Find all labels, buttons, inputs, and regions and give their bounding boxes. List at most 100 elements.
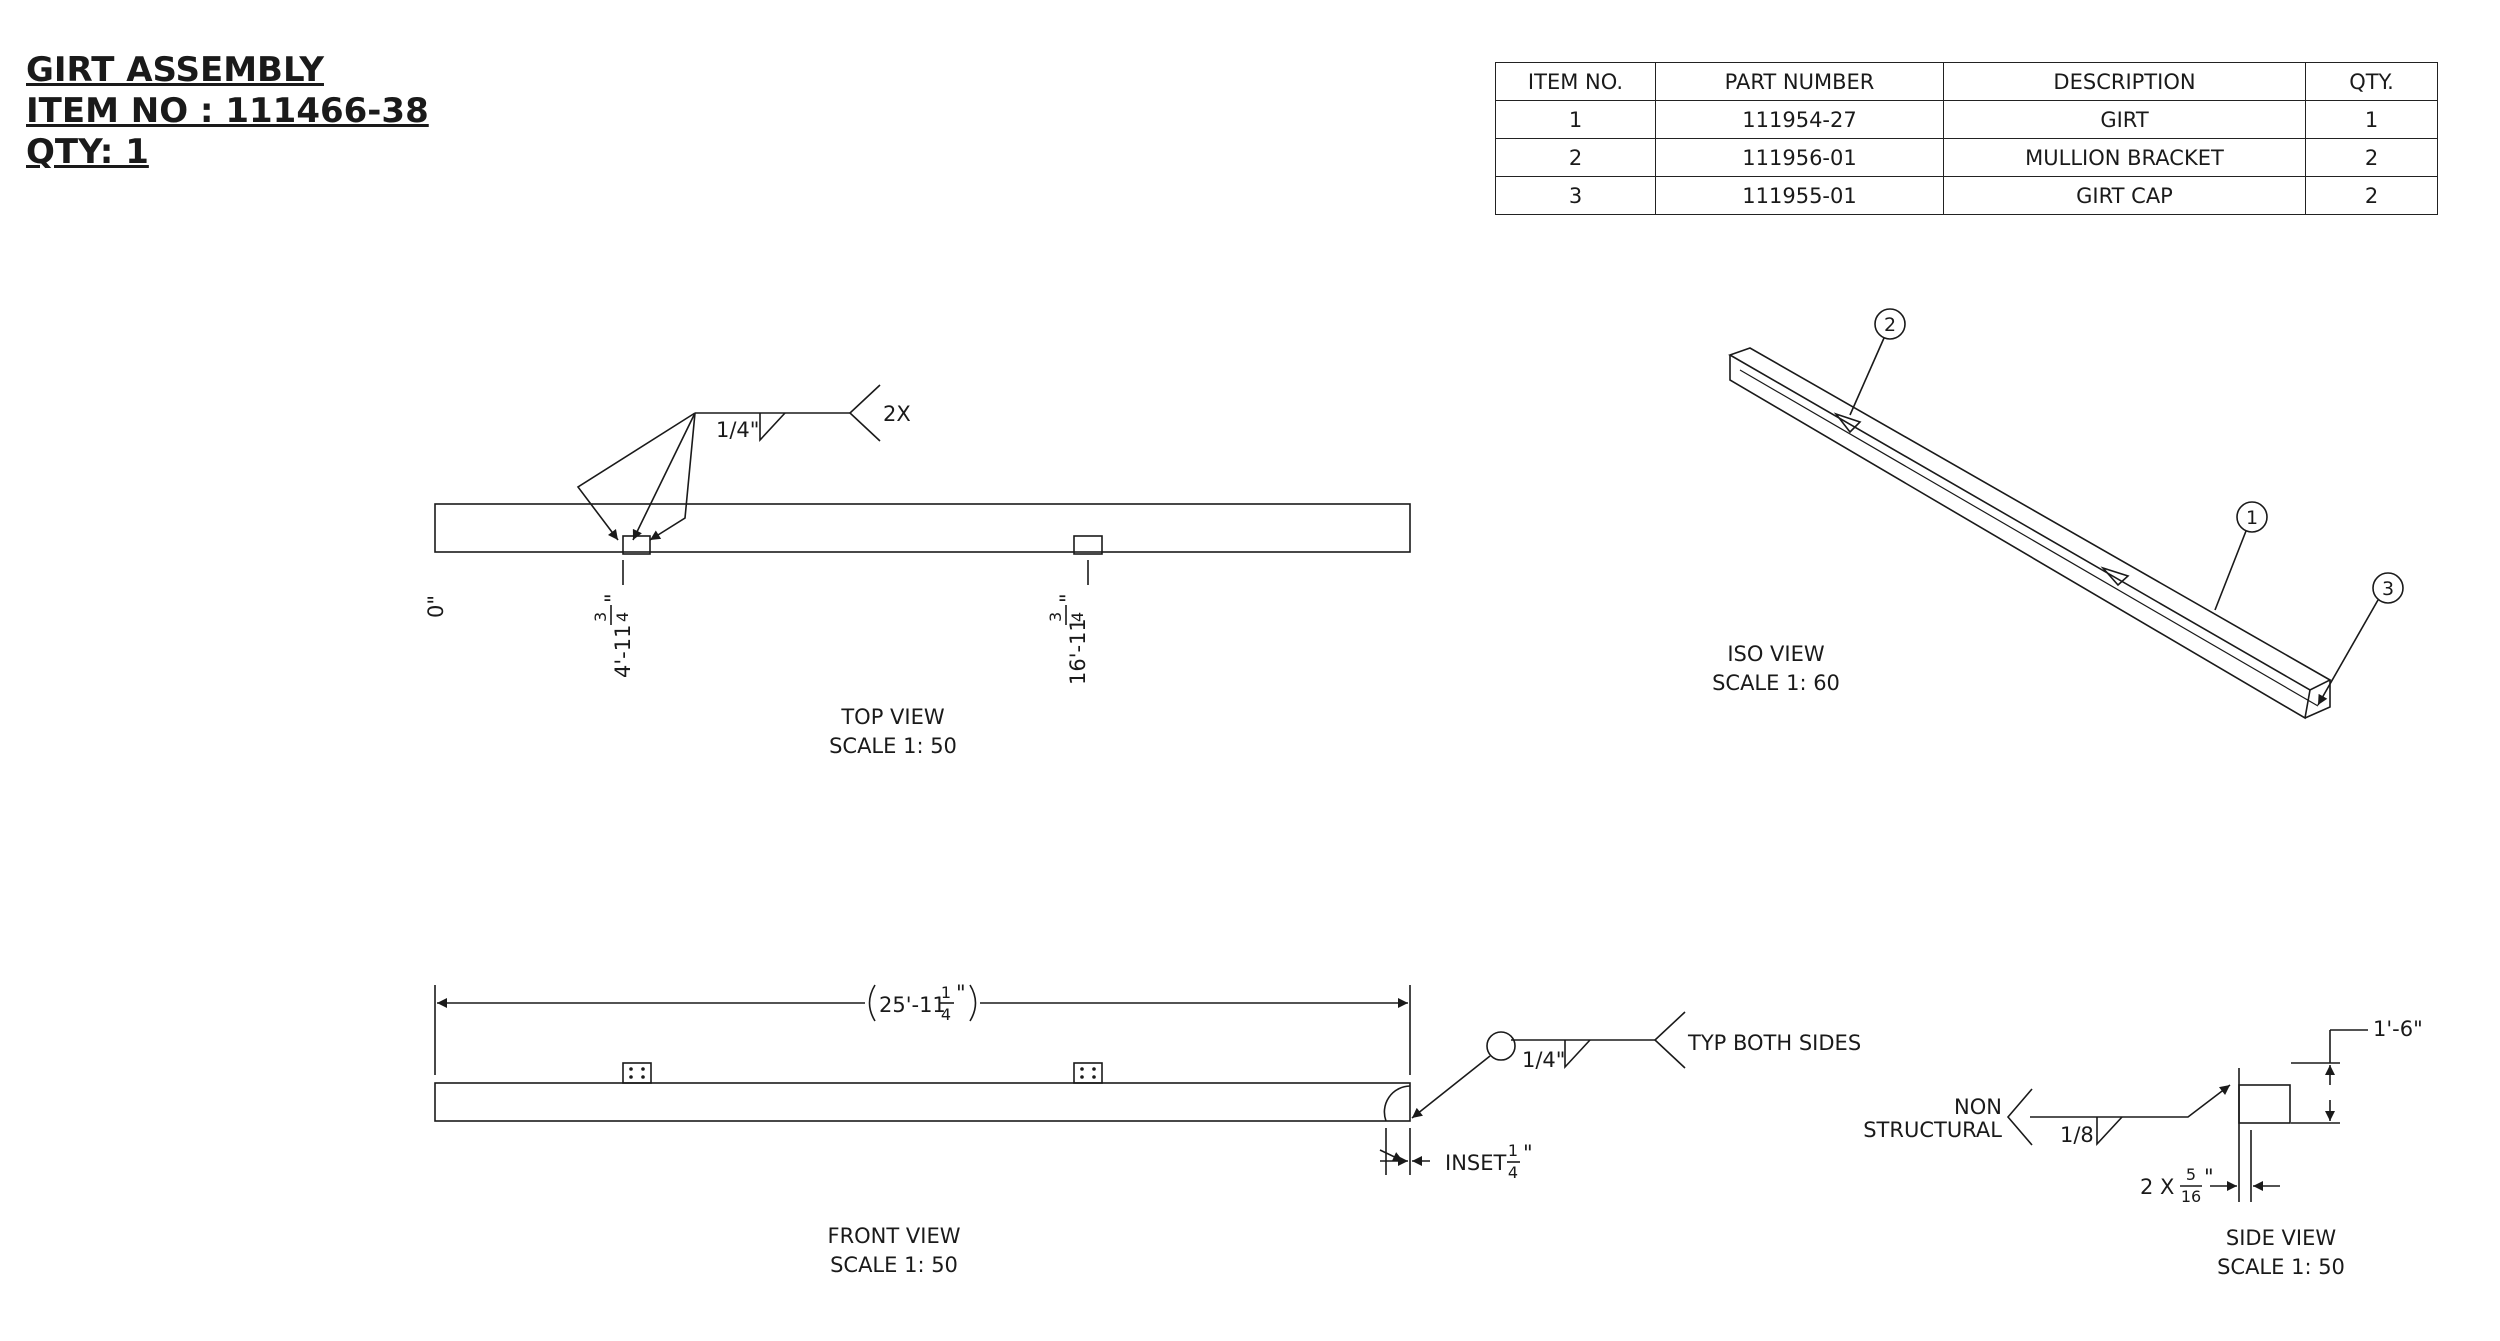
mullion-bracket-iso-1 xyxy=(1833,412,1862,434)
overall-paren-right xyxy=(969,984,977,1022)
balloon-2-circle xyxy=(1874,308,1906,340)
bom-cell: 111955-01 xyxy=(1655,176,1944,215)
bom-row: 3 111955-01 GIRT CAP 2 xyxy=(1495,176,2438,215)
balloon-2-label: 2 xyxy=(1884,314,1896,336)
side-weld-leader xyxy=(2030,1084,2231,1118)
mullion-bracket-2-front xyxy=(1073,1062,1103,1084)
front-weld-note: TYP BOTH SIDES xyxy=(1687,1031,1861,1055)
girt-side-section xyxy=(2238,1084,2291,1124)
girt-iso-edge-line xyxy=(1739,369,2319,707)
iso-view-label: ISO VIEW xyxy=(1727,642,1825,666)
weld-leader-1 xyxy=(576,412,696,541)
side-height-dim: 1'-6" xyxy=(2373,1017,2423,1041)
balloon-1-leader xyxy=(2214,530,2247,611)
balloon-1-circle xyxy=(2236,501,2268,533)
title-block: GIRT ASSEMBLY ITEM NO : 111466-38 QTY: 1 xyxy=(26,50,429,173)
title-assembly: GIRT ASSEMBLY xyxy=(26,50,324,90)
dim1-inch: " xyxy=(601,593,625,603)
weld-tail xyxy=(848,384,881,442)
bill-of-materials-table: ITEM NO. PART NUMBER DESCRIPTION QTY. 1 … xyxy=(1495,62,2438,215)
girt-iso-top-face xyxy=(1728,347,2332,691)
dim1-denominator: 4 xyxy=(613,612,632,622)
dim2-numerator: 3 xyxy=(1046,612,1065,622)
bom-cell: MULLION BRACKET xyxy=(1943,138,2306,177)
front-weld-size: 1/4" xyxy=(1522,1048,1565,1072)
bom-row: 2 111956-01 MULLION BRACKET 2 xyxy=(1495,138,2438,177)
side-width-numerator: 5 xyxy=(2186,1165,2196,1184)
mullion-bracket-1-front xyxy=(622,1062,652,1084)
iso-view xyxy=(1728,308,2404,720)
side-view-label: SIDE VIEW xyxy=(2226,1226,2336,1250)
bom-cell: 2 xyxy=(1495,138,1656,177)
mullion-bracket-2-top xyxy=(1073,535,1103,555)
balloon-3-circle xyxy=(2372,572,2404,604)
balloon-1-label: 1 xyxy=(2246,507,2258,529)
bom-header-qty: QTY. xyxy=(2305,62,2438,101)
girt-cap-weld-arc xyxy=(1383,1085,1411,1122)
dim1-whole: 4'-11 xyxy=(611,625,635,678)
front-view xyxy=(434,984,1686,1175)
iso-view-scale: SCALE 1: 60 xyxy=(1712,671,1840,695)
overall-dim-whole: 25'-11 xyxy=(879,993,946,1017)
top-view-scale: SCALE 1: 50 xyxy=(829,734,957,758)
title-qty: QTY: 1 xyxy=(26,132,149,172)
overall-dim-numerator: 1 xyxy=(941,983,951,1002)
bom-row: 1 111954-27 GIRT 1 xyxy=(1495,100,2438,139)
dim2-inch: " xyxy=(1056,593,1080,603)
dim1-numerator: 3 xyxy=(591,612,610,622)
bom-cell: GIRT xyxy=(1943,100,2306,139)
overall-dim-denominator: 4 xyxy=(941,1005,951,1024)
bom-cell: 3 xyxy=(1495,176,1656,215)
side-width-denominator: 16 xyxy=(2181,1187,2201,1206)
dim2-denominator: 4 xyxy=(1068,612,1087,622)
front-view-scale: SCALE 1: 50 xyxy=(830,1253,958,1277)
title-item-no: ITEM NO : 111466-38 xyxy=(26,91,429,131)
balloon-3-leader xyxy=(2317,599,2379,706)
bom-cell: 2 xyxy=(2305,176,2438,215)
bom-header-item-no: ITEM NO. xyxy=(1495,62,1656,101)
side-view xyxy=(2006,1029,2368,1202)
side-view-scale: SCALE 1: 50 xyxy=(2217,1255,2345,1279)
fillet-weld-symbol xyxy=(759,412,786,443)
front-weld-tail xyxy=(1653,1011,1686,1069)
overall-dim-inch: " xyxy=(956,981,966,1005)
overall-paren-left xyxy=(868,984,876,1022)
inset-inch: " xyxy=(1523,1141,1533,1165)
top-weld-count: 2X xyxy=(883,402,911,426)
top-view-label: TOP VIEW xyxy=(840,705,945,729)
side-width-inch: " xyxy=(2204,1165,2214,1189)
dim2-whole: 16'-11 xyxy=(1066,618,1090,685)
mullion-bracket-iso-2 xyxy=(2100,566,2130,587)
side-weld-tail xyxy=(2006,1088,2033,1146)
side-weld-size: 1/8 xyxy=(2060,1123,2094,1147)
inset-arrow-left xyxy=(1379,1149,1404,1162)
weld-all-around-circle xyxy=(1486,1031,1516,1061)
girt-iso-end-face xyxy=(2304,680,2331,719)
balloon-3-label: 3 xyxy=(2382,578,2394,600)
girt-iso-front-face xyxy=(1729,355,2311,720)
bom-header-part-number: PART NUMBER xyxy=(1655,62,1944,101)
side-note-line1: NON xyxy=(1954,1095,2002,1119)
girt-front-outline xyxy=(434,1082,1411,1122)
front-view-label: FRONT VIEW xyxy=(827,1224,960,1248)
inset-denominator: 4 xyxy=(1508,1163,1518,1182)
side-fillet-symbol xyxy=(2096,1116,2123,1147)
inset-numerator: 1 xyxy=(1508,1141,1518,1160)
front-fillet-symbol xyxy=(1564,1039,1591,1070)
girt-top-outline xyxy=(434,503,1411,553)
side-width-prefix: 2 X xyxy=(2140,1175,2174,1199)
bracket-bolt-holes xyxy=(629,1067,1096,1079)
bom-cell: 111954-27 xyxy=(1655,100,1944,139)
top-weld-size: 1/4" xyxy=(716,418,759,442)
bom-cell: 111956-01 xyxy=(1655,138,1944,177)
weld-leader-3 xyxy=(649,412,696,541)
front-weld-leader xyxy=(1411,1055,1491,1119)
inset-label: INSET xyxy=(1445,1151,1507,1175)
top-view xyxy=(434,384,1411,625)
weld-leader-2 xyxy=(632,412,696,541)
balloon-2-leader xyxy=(1849,337,1885,416)
side-note-line2: STRUCTURAL xyxy=(1863,1118,2002,1142)
dim-origin: 0" xyxy=(424,595,448,618)
bom-cell: GIRT CAP xyxy=(1943,176,2306,215)
